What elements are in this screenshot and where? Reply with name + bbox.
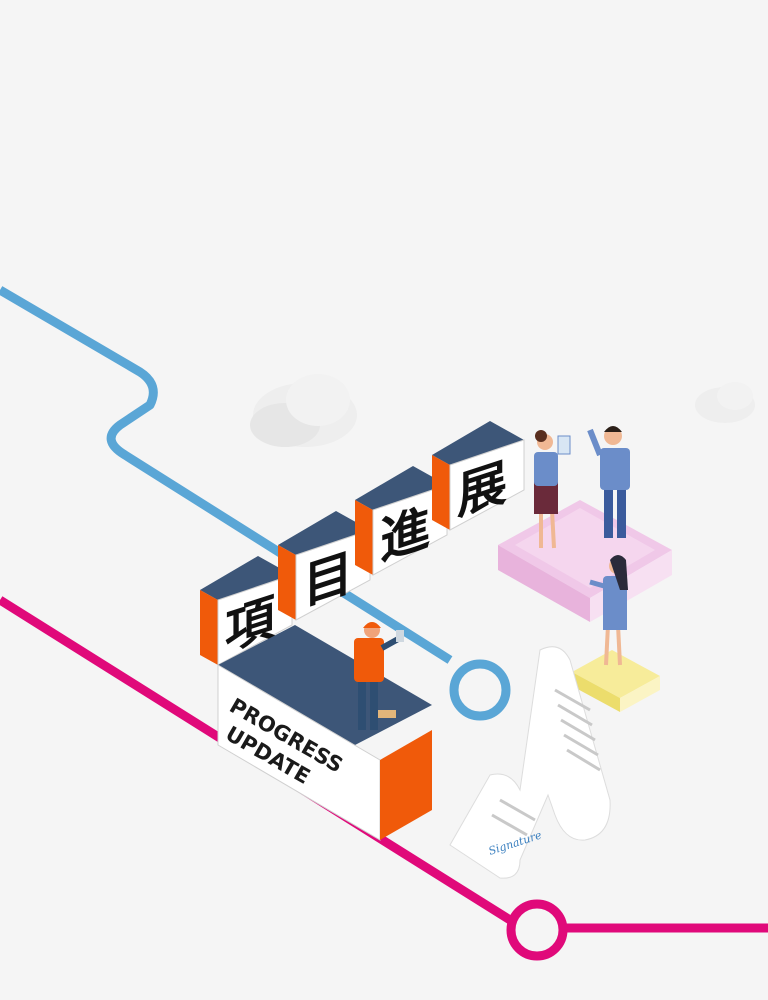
cloud-icon xyxy=(250,374,357,447)
title-block: 目 xyxy=(278,511,371,621)
title-block-row: 項 目 進 展 xyxy=(200,421,525,666)
woman-figure xyxy=(589,555,628,666)
progress-update-block: PROGRESS UPDATE xyxy=(217,625,432,841)
scroll-document-icon: Signature xyxy=(449,646,611,879)
pink-platform xyxy=(498,500,672,622)
magenta-path-node xyxy=(506,899,568,961)
businessman-figure xyxy=(587,426,630,538)
blue-path-line xyxy=(0,286,453,664)
yellow-platform xyxy=(572,650,660,712)
title-block: 展 xyxy=(432,421,525,531)
blue-path-node xyxy=(449,659,511,721)
businesswoman-figure xyxy=(534,430,571,549)
title-block: 進 xyxy=(355,466,448,576)
title-block: 項 xyxy=(200,556,293,666)
cloud-icon xyxy=(695,382,755,423)
worker-figure xyxy=(354,622,404,730)
